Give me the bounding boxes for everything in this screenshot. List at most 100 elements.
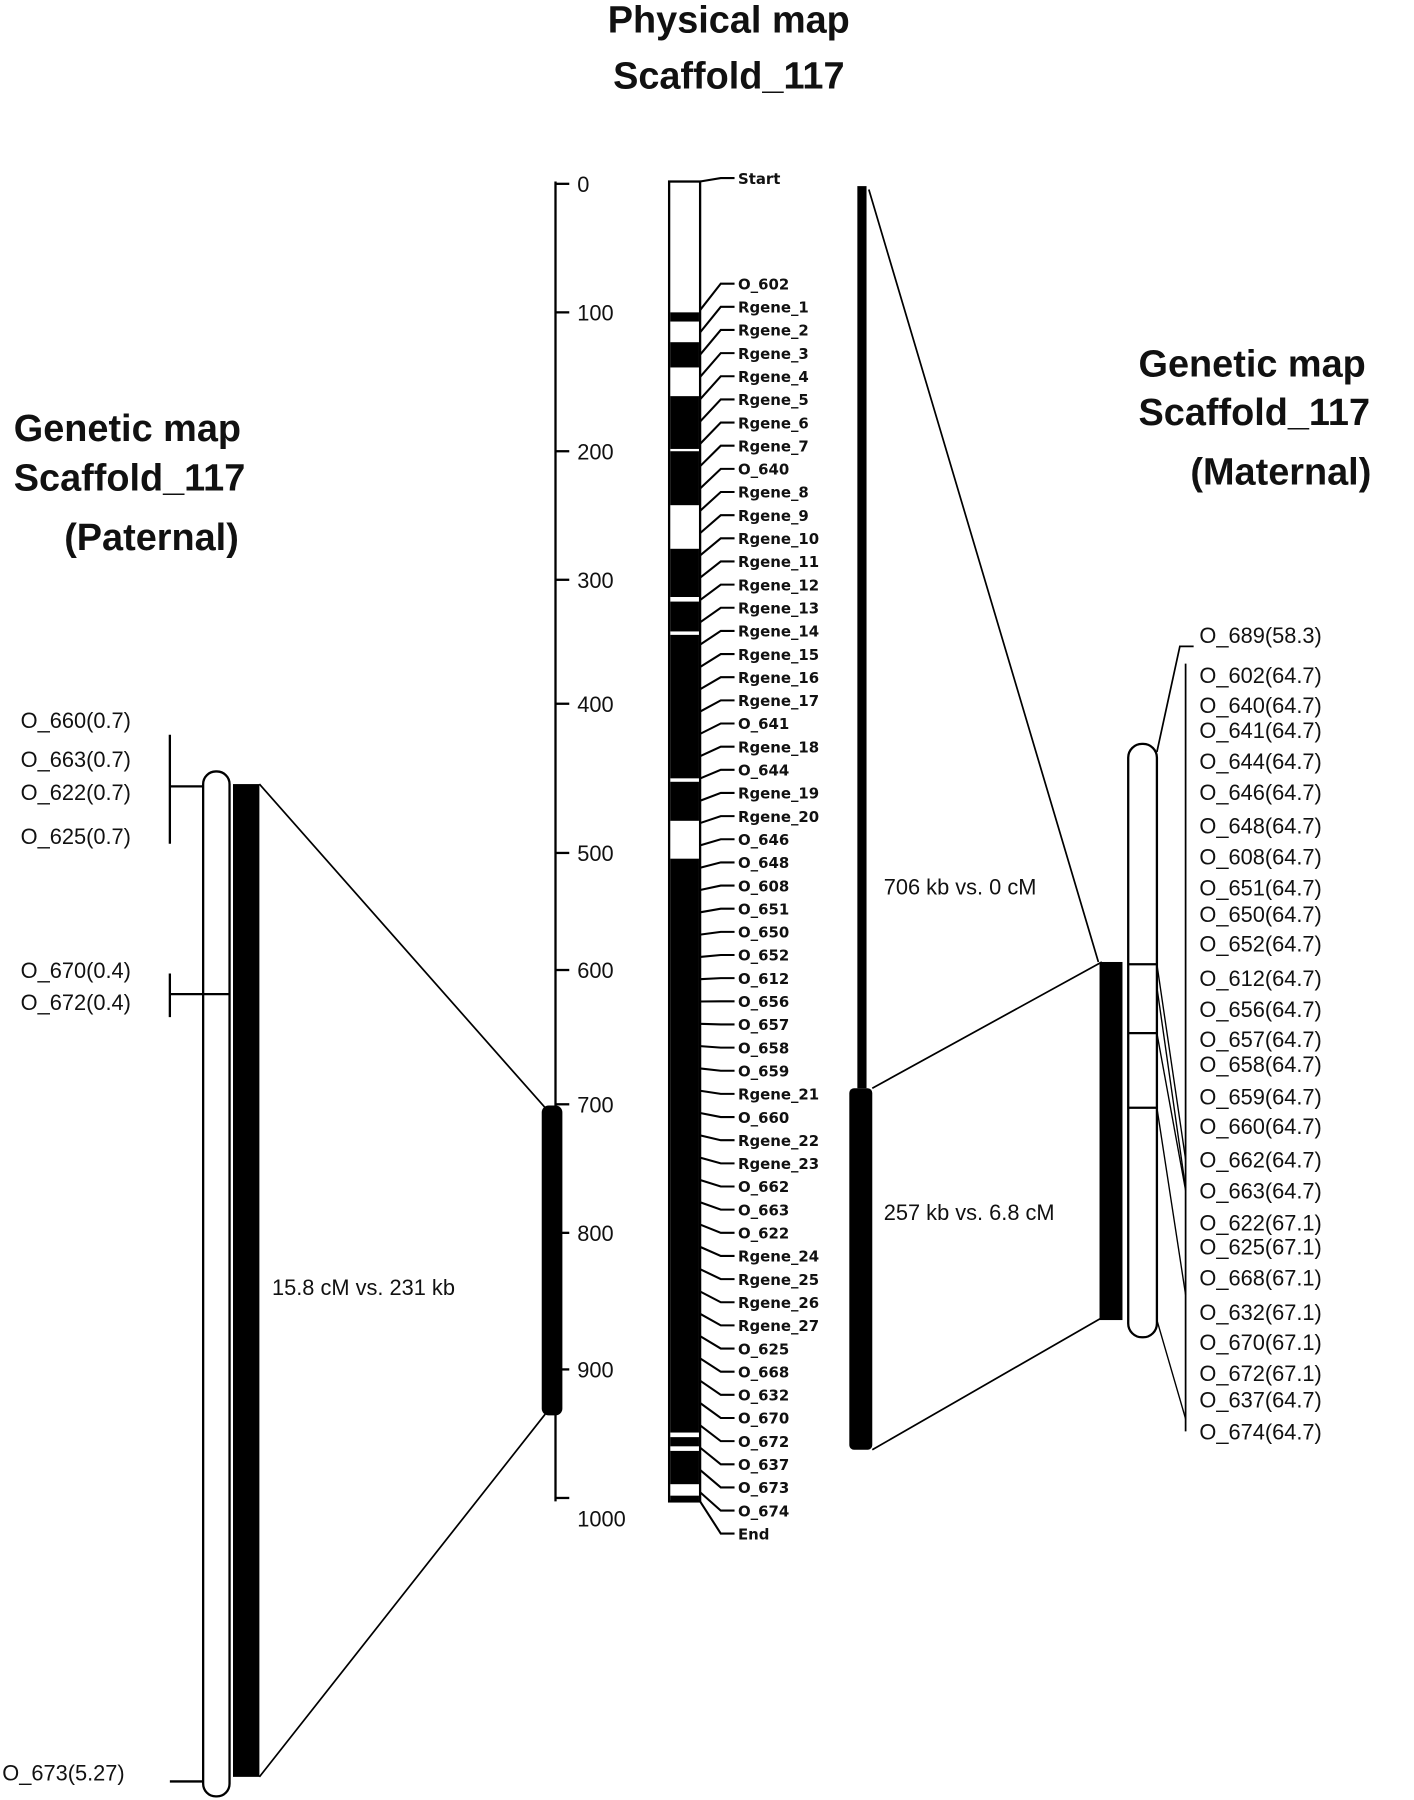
marker-connector [699,1112,735,1119]
maternal-marker-label: O_612(64.7) [1199,966,1321,991]
axis-tick-label: 300 [577,568,613,593]
marker-connector [699,282,735,311]
maternal-marker-label: O_663(64.7) [1199,1178,1321,1203]
marker-connector [699,305,735,334]
maternal-marker-label: O_641(64.7) [1199,718,1321,743]
maternal-comparison-upper: 706 kb vs. 0 cM [884,874,1037,899]
marker-connector [699,1178,735,1188]
axis-tick-label: 600 [577,958,613,983]
paternal-marker-labels: O_660(0.7)O_663(0.7)O_622(0.7)O_625(0.7)… [2,708,131,1785]
physical-marker-label: Rgene_4 [738,368,809,386]
physical-marker-label: Rgene_10 [738,530,819,548]
maternal-marker-label: O_602(64.7) [1199,663,1321,688]
physical-marker-label: O_660 [738,1109,789,1127]
physical-marker-label: Rgene_16 [738,669,819,687]
physical-marker-label: O_632 [738,1387,789,1405]
physical-highlight-region [541,1105,563,1416]
maternal-marker-label: O_646(64.7) [1199,780,1321,805]
chromosome-band [670,781,699,821]
physical-marker-label: O_668 [738,1363,789,1381]
maternal-title: Genetic map [1139,344,1366,386]
axis-tick-label: 700 [577,1092,613,1117]
marker-connector [700,1045,735,1049]
marker-connector [699,1089,735,1095]
marker-connector [699,1223,735,1234]
marker-connector [699,1245,735,1257]
marker-connector [699,1357,735,1373]
marker-connector [699,930,735,936]
marker-connector [699,629,735,646]
physical-marker-label: Rgene_3 [738,345,809,363]
physical-marker-labels: StartO_602Rgene_1Rgene_2Rgene_3Rgene_4Rg… [699,170,819,1543]
maternal-marker-label: O_651(64.7) [1199,875,1321,900]
marker-connector [699,352,735,378]
physical-marker-label: O_648 [738,854,789,872]
paternal-region-bar [232,784,260,1777]
marker-connector [699,838,735,847]
marker-connector [699,884,735,892]
paternal-chromosome [202,770,231,1798]
maternal-region-bar [1099,961,1123,1321]
maternal-label: (Maternal) [1190,452,1371,494]
physical-chromosome-bands [670,312,699,1502]
physical-marker-label: O_658 [738,1039,789,1057]
chromosome-band [670,451,699,506]
physical-marker-label: O_602 [738,275,789,293]
marker-connector [699,560,735,579]
maternal-marker-label: O_674(64.7) [1199,1419,1321,1444]
paternal-label: (Paternal) [64,517,239,559]
chromosome-band [670,634,699,779]
marker-connector [699,1201,735,1211]
paternal-marker-label: O_672(0.4) [21,990,131,1015]
axis-tick-label: 400 [577,692,613,717]
marker-connector [699,514,735,534]
axis-tick-label: 0 [577,172,589,197]
marker-connector [699,861,735,869]
physical-marker-label: Rgene_27 [738,1317,819,1335]
marker-connector [699,1335,735,1350]
physical-marker-label: O_652 [738,947,789,965]
maternal-subtitle: Scaffold_117 [1139,392,1370,434]
marker-connector [699,583,735,601]
physical-marker-label: O_608 [738,877,789,895]
axis-tick-label: 1000 [577,1507,626,1532]
physical-marker-label: Rgene_26 [738,1294,819,1312]
maternal-marker-label: O_670(67.1) [1199,1330,1321,1355]
physical-marker-label: Rgene_18 [738,738,819,756]
maternal-marker-label: O_640(64.7) [1199,693,1321,718]
physical-marker-label: Rgene_22 [738,1132,819,1150]
chromosome-band [670,396,699,449]
physical-marker-label: O_612 [738,970,789,988]
maternal-marker-label: O_659(64.7) [1199,1084,1321,1109]
maternal-marker-label: O_658(64.7) [1199,1052,1321,1077]
physical-marker-label: O_662 [738,1178,789,1196]
chromosome-band [670,1437,699,1447]
maternal-marker-label: O_644(64.7) [1199,749,1321,774]
physical-marker-label: Start [738,170,780,188]
physical-marker-label: O_644 [738,762,789,780]
marker-connector [700,953,735,958]
marker-connector [699,768,735,780]
physical-marker-label: Rgene_9 [738,507,809,525]
maternal-connector [1156,964,1187,1160]
maternal-marker-label: O_625(67.1) [1199,1235,1321,1260]
physical-marker-label: Rgene_20 [738,808,819,826]
physical-marker-label: O_625 [738,1340,789,1358]
physical-marker-label: O_646 [738,831,789,849]
chromosome-band [670,548,699,597]
physical-marker-label: Rgene_21 [738,1086,819,1104]
maternal-marker-label: O_650(64.7) [1199,902,1321,927]
physical-marker-label: Rgene_19 [738,785,819,803]
marker-connector [699,722,735,735]
maternal-bracket [1156,645,1194,1432]
axis-tick-label: 500 [577,841,613,866]
marker-connector [699,1067,735,1072]
maternal-marker-label: O_652(64.7) [1199,932,1321,957]
physical-marker-label: O_650 [738,924,789,942]
axis-tick-label: 100 [577,300,613,325]
marker-connector [699,1379,735,1396]
paternal-comparison: 15.8 cM vs. 231 kb [272,1275,455,1300]
physical-marker-label: Rgene_8 [738,484,809,502]
maternal-marker-label: O_657(64.7) [1199,1027,1321,1052]
marker-connector [699,676,735,691]
